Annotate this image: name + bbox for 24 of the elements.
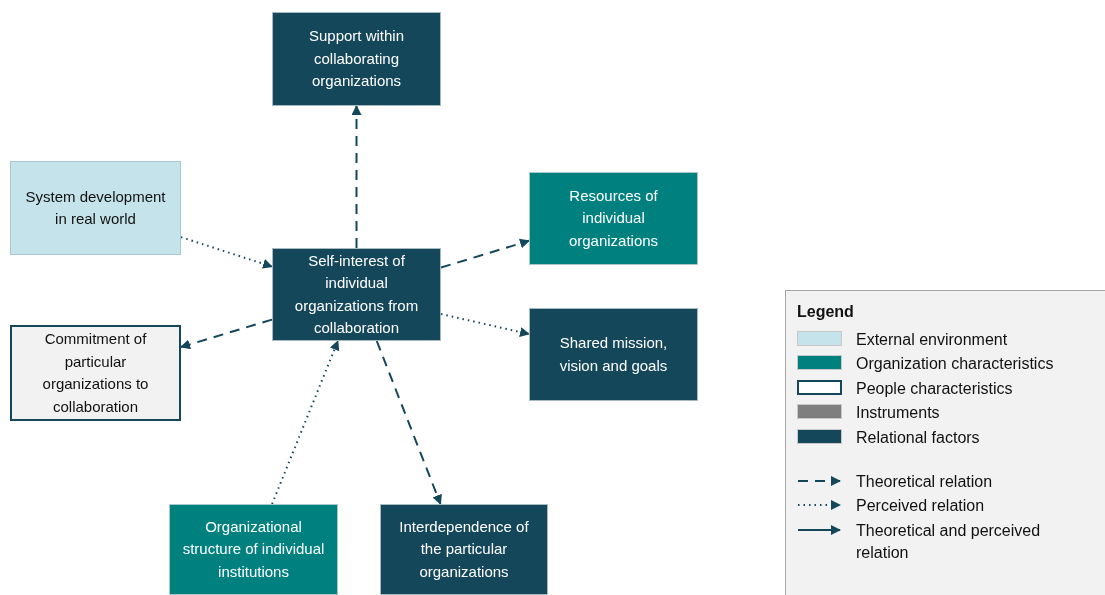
legend-text: Perceived relation <box>856 496 985 517</box>
factor-box: Shared mission, vision and goals <box>529 308 698 401</box>
legend-text: Theoretical and perceived relation <box>856 520 1042 564</box>
arrow <box>375 340 442 505</box>
legend-text: Theoretical relation <box>856 471 993 492</box>
legend-text: Relational factors <box>856 427 980 448</box>
factor-box: Commitment of particular organizations to collaboration <box>10 325 181 421</box>
legend-text: External environment <box>856 330 1008 350</box>
factor-box: Organizational structure of individual institutions <box>169 504 338 595</box>
legend-title: Legend <box>797 303 855 321</box>
factor-box: System development in real world <box>10 161 181 255</box>
arrow <box>351 105 362 249</box>
arrow <box>440 313 530 337</box>
factor-box: Self-interest of individual organizations from collaboration <box>272 248 441 341</box>
legend-text: Organization characteristics <box>856 354 1054 375</box>
arrow <box>180 236 273 269</box>
legend-text: Instruments <box>856 403 940 424</box>
factor-box: Interdependence of the particular organizations <box>380 504 548 595</box>
arrow <box>440 238 530 269</box>
legend-text: People characteristics <box>856 378 1013 399</box>
arrow <box>271 340 340 505</box>
factor-box: Support within collaborating organizations <box>272 12 441 106</box>
factor-box: Resources of individual organizations <box>529 172 698 265</box>
arrow <box>180 318 273 350</box>
